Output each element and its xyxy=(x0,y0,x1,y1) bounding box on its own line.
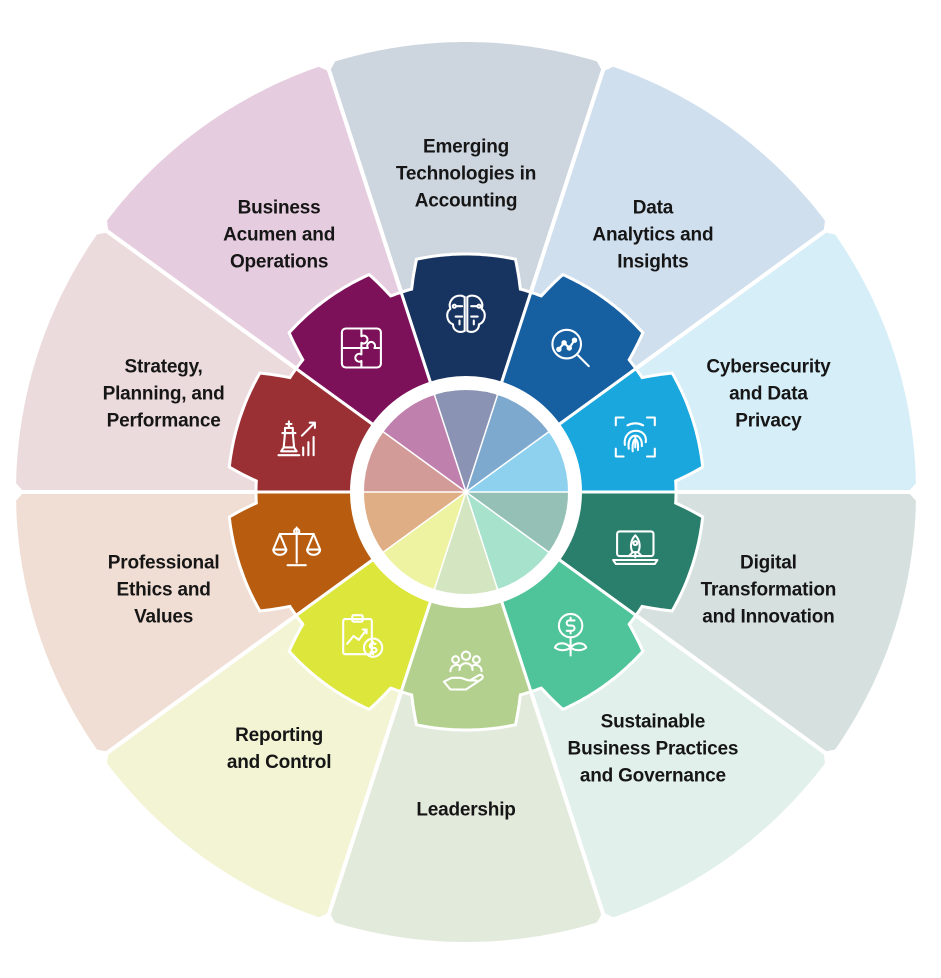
label-reporting: Reporting and Control xyxy=(226,722,332,776)
label-line: and Governance xyxy=(579,765,726,787)
inner-segment-leadership xyxy=(399,487,533,732)
hub-segment-digital-transformation xyxy=(466,492,568,552)
label-line: Digital xyxy=(740,552,797,574)
hub-spoke xyxy=(465,394,499,493)
label-line: Accounting xyxy=(414,190,518,212)
hub-segment-business-acumen xyxy=(383,395,466,492)
label-line: Insights xyxy=(617,251,689,273)
label-line: Data xyxy=(632,197,674,219)
label-line: Acumen and xyxy=(223,224,336,246)
label-line: Business xyxy=(237,197,321,219)
hub-spoke xyxy=(465,431,549,493)
hub-segment-data-analytics xyxy=(466,395,549,492)
hub-segment-leadership xyxy=(434,492,498,594)
hub-segment-emerging-tech xyxy=(434,390,498,492)
hub-spoke xyxy=(383,491,467,553)
label-line: Reporting xyxy=(235,725,324,747)
hub-segment-sustainable xyxy=(466,492,549,589)
label-line: Planning, and xyxy=(102,383,225,405)
label-line: Leadership xyxy=(416,799,516,821)
hub-ring xyxy=(350,376,582,608)
label-line: Business Practices xyxy=(567,738,739,760)
label-line: Cybersecurity xyxy=(706,356,831,378)
label-line: Strategy, xyxy=(124,356,203,378)
label-line: Operations xyxy=(229,251,329,273)
hub-segment-strategy xyxy=(364,432,466,492)
inner-segment-emerging-tech xyxy=(399,252,533,497)
hub-spoke xyxy=(465,491,549,553)
label-line: Values xyxy=(134,606,194,628)
label-line: Ethics and xyxy=(116,579,211,601)
label-line: Transformation xyxy=(700,579,837,601)
hub-spoke xyxy=(465,491,499,590)
label-line: Analytics and xyxy=(592,224,714,246)
label-line: and Data xyxy=(729,383,808,405)
label-line: and Control xyxy=(226,752,332,774)
hub-segment-cybersecurity xyxy=(466,432,568,492)
label-line: Emerging xyxy=(422,136,510,158)
label-leadership: Leadership xyxy=(416,797,516,824)
hub-spoke xyxy=(433,491,467,590)
label-line: Privacy xyxy=(735,410,802,432)
hub-spoke xyxy=(433,394,467,493)
label-line: Technologies in xyxy=(395,163,537,185)
label-line: and Innovation xyxy=(702,606,835,628)
hub-segment-reporting xyxy=(383,492,466,589)
label-line: Professional xyxy=(107,552,220,574)
label-line: Sustainable xyxy=(600,711,706,733)
label-line: Performance xyxy=(106,410,221,432)
hub-spoke xyxy=(383,431,467,493)
hub-segment-ethics xyxy=(364,492,466,552)
